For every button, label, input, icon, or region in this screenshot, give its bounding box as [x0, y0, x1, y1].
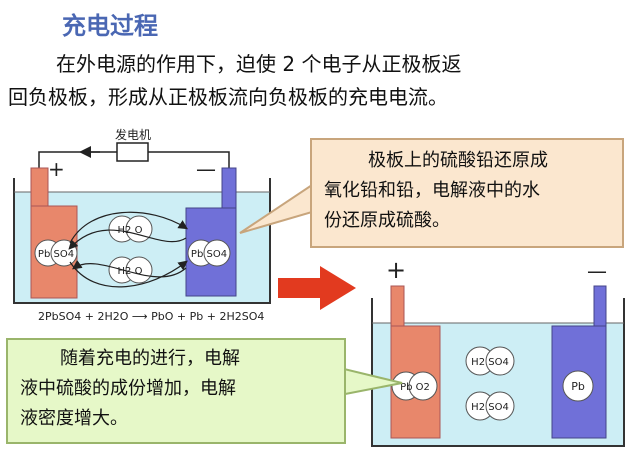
generator-label: 发电机: [115, 128, 152, 142]
callout-bottom-line-1: 随着充电的进行，电解: [60, 348, 240, 369]
right-pos-ion-label: Pb O2: [400, 382, 430, 393]
left-neg-ion: Pb SO4: [187, 239, 231, 267]
callout-top-line-3: 份还原成硫酸。: [324, 210, 450, 231]
right-pos-ion: Pb O2: [391, 371, 438, 401]
transition-arrow: [278, 266, 356, 310]
reaction-curve-3: [69, 260, 188, 288]
left-pos-terminal: [30, 167, 49, 207]
left-cell: + — Pb SO4 Pb SO4 H2 O H: [13, 142, 271, 304]
left-wire-neg: [148, 151, 230, 168]
callout-top-line-1: 极板上的硫酸铅还原成: [368, 150, 548, 171]
right-container: [371, 298, 625, 447]
callout-top-line-2: 氧化铅和铅，电解液中的水: [324, 180, 540, 201]
left-neg-ion-label: Pb SO4: [191, 249, 227, 260]
right-plus-sign: +: [386, 256, 406, 284]
reaction-curve-4: [72, 259, 187, 278]
callout-bottom-line-2: 液中硫酸的成份增加，电解: [20, 378, 236, 399]
left-water-1-label: H2 O: [118, 225, 143, 236]
left-minus-sign: —: [196, 157, 216, 181]
right-acid-2-label: H2 SO4: [471, 402, 509, 413]
reaction-equation: 2PbSO4 + 2H2O ⟶ PbO + Pb + 2H2SO4: [38, 310, 265, 323]
right-neg-ion-label: Pb: [571, 380, 585, 393]
right-cell: + — Pb O2 Pb H2 SO4 H2 SO4: [371, 256, 625, 447]
left-water-1: H2 O: [108, 215, 153, 243]
left-water-2: H2 O: [108, 256, 153, 284]
reaction-curve-2: [68, 229, 187, 250]
left-container: [13, 178, 271, 304]
right-pos-terminal: [390, 285, 405, 327]
right-acid-1-label: H2 SO4: [471, 357, 509, 368]
page-title: 充电过程: [62, 12, 158, 40]
left-pos-ion: Pb SO4: [34, 239, 78, 267]
intro-line-2: 回负极板，形成从正极板流向负极板的充电电流。: [8, 85, 448, 109]
generator-icon: [116, 142, 149, 162]
intro-paragraph: 在外电源的作用下，迫使 2 个电子从正极板返 回负极板，形成从正极板流向负极板的…: [8, 48, 634, 114]
left-pos-ion-label: Pb SO4: [38, 249, 74, 260]
reaction-curve-1: [69, 211, 189, 244]
left-neg-terminal: [221, 167, 237, 209]
callout-bottom: 随着充电的进行，电解 液中硫酸的成份增加，电解 液密度增大。: [6, 338, 346, 444]
right-acid-1: H2 SO4: [465, 346, 515, 376]
intro-line-1: 在外电源的作用下，迫使 2 个电子从正极板返: [56, 52, 462, 76]
left-plus-sign: +: [48, 157, 65, 181]
callout-bottom-line-3: 液密度增大。: [20, 408, 128, 429]
callout-top: 极板上的硫酸铅还原成 氧化铅和铅，电解液中的水 份还原成硫酸。: [310, 138, 624, 248]
right-neg-ion: Pb: [562, 370, 594, 402]
right-neg-terminal: [593, 285, 607, 327]
right-minus-sign: —: [587, 259, 607, 283]
right-acid-2: H2 SO4: [465, 391, 515, 421]
